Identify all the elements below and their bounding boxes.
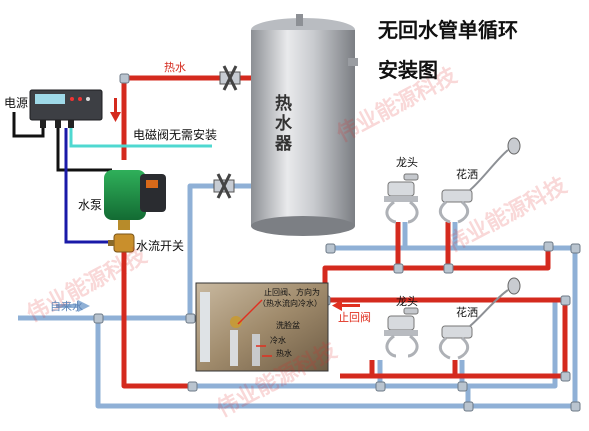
tap-water-arrow	[56, 300, 90, 312]
photo-note-line-2: （热水流向冷水）	[258, 299, 322, 308]
faucet-lower-label: 龙头	[396, 295, 418, 308]
solenoid-note-label: 电磁阀无需安装	[133, 128, 218, 142]
pump-icon	[104, 170, 166, 230]
flow-switch-wire	[64, 128, 112, 244]
heater-char-3: 器	[275, 134, 292, 154]
cold-valve-icon	[213, 173, 235, 199]
photo-note-line-1: 止回阀、方向为	[264, 288, 320, 297]
faucet-upper-label: 龙头	[396, 156, 418, 169]
photo-basin-label: 洗脸盆	[276, 321, 300, 330]
signal-wires	[12, 112, 212, 244]
hot-valve-icon	[219, 65, 241, 91]
solenoid-wire	[69, 128, 212, 148]
shower-lower-icon	[438, 277, 521, 360]
controller-box	[29, 89, 103, 128]
pump-label: 水泵	[78, 198, 103, 212]
check-valve-arrow	[332, 300, 360, 311]
hot-outlet-pipe	[121, 75, 252, 160]
cold-lower-branch-pipe	[192, 300, 558, 389]
title-line-2: 安装图	[378, 58, 438, 82]
tap-water-label: 自来水	[50, 300, 83, 313]
shower-lower-label: 花洒	[456, 306, 478, 319]
heater-char-1: 热	[275, 94, 292, 114]
heater-char-2: 水	[275, 114, 292, 134]
shower-upper-label: 花洒	[456, 168, 478, 181]
flow-switch-icon	[108, 233, 135, 253]
check-valve-label: 止回阀	[338, 311, 371, 324]
photo-hot-label: 热水	[276, 349, 292, 358]
photo-cold-label: 冷水	[270, 336, 286, 345]
pump-control-wire	[56, 128, 112, 172]
title-line-1: 无回水管单循环	[378, 18, 518, 42]
shower-upper-icon	[438, 137, 521, 224]
cold-upper-fixture-pipe	[330, 222, 408, 251]
power-wire	[12, 112, 45, 138]
hot-flow-arrow	[110, 98, 121, 122]
hot-return-pipe	[121, 246, 192, 389]
faucet-upper-icon	[384, 173, 419, 224]
power-label: 电源	[4, 96, 29, 110]
hot-water-label: 热水	[164, 61, 186, 74]
tap-water-main-pipe	[18, 245, 578, 409]
faucet-lower-icon	[384, 307, 419, 358]
water-heater	[251, 14, 358, 236]
flow-switch-label: 水流开关	[136, 239, 185, 253]
inset-photo	[195, 282, 329, 372]
